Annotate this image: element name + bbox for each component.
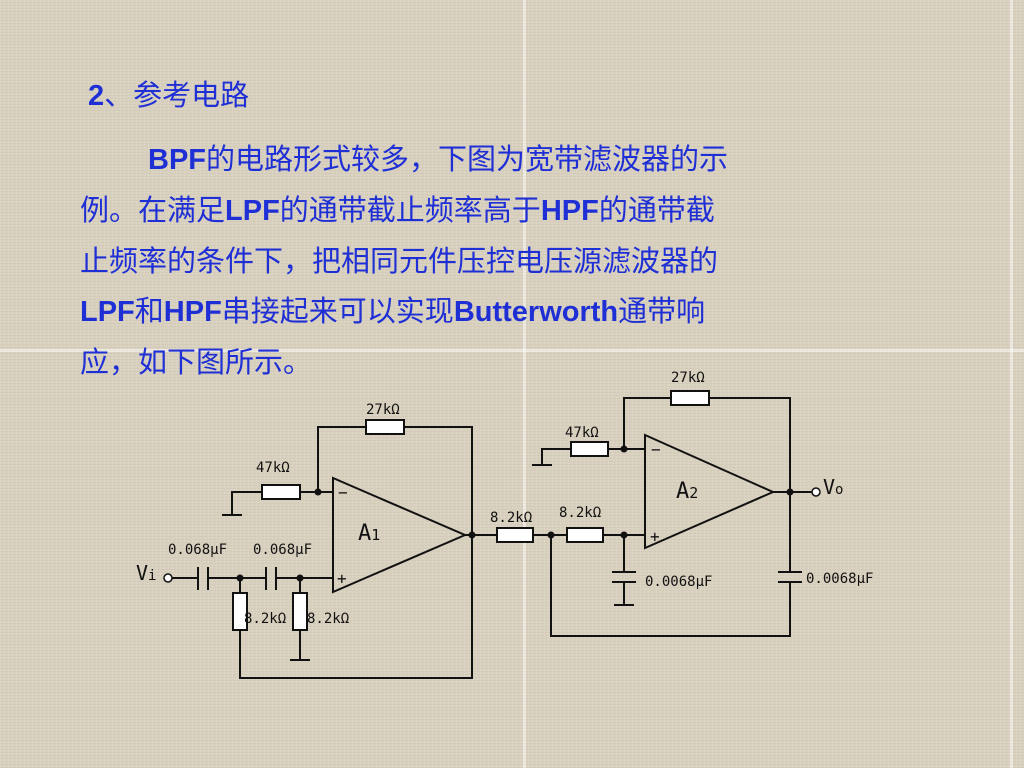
paragraph-text: 的电路形式较多，下图为宽带滤波器的示 xyxy=(206,142,729,176)
paragraph-line: 应，如下图所示。 xyxy=(80,337,960,387)
paragraph-text: 的通带截 xyxy=(598,193,715,227)
resistor-8k2-shunt2 xyxy=(292,592,308,631)
label-cap2-stage2: 0.0068μF xyxy=(806,571,873,587)
resistor-27k-stage2 xyxy=(670,390,710,406)
paragraph-term: BPF xyxy=(148,144,206,176)
paragraph-term: HPF xyxy=(540,195,599,227)
label-27k-stage2: 27kΩ xyxy=(671,370,705,386)
paragraph-line: 例。在满足LPF的通带截止频率高于HPF的通带截 xyxy=(80,185,960,236)
label-cap1-stage1: 0.068μF xyxy=(168,542,227,558)
opamp-a1-minus: − xyxy=(338,483,348,502)
paragraph-text: 止频率的条件下，把相同元件压控电压源滤波器的 xyxy=(80,244,719,278)
slide-paragraph: BPF的电路形式较多，下图为宽带滤波器的示例。在满足LPF的通带截止频率高于HP… xyxy=(80,134,960,387)
label-shunt1: 8.2kΩ xyxy=(244,611,286,627)
opamp-a1-label: A1 xyxy=(358,521,380,546)
paragraph-text: 通带响 xyxy=(618,294,706,328)
resistor-47k-stage1 xyxy=(261,484,301,500)
paragraph-term: LPF xyxy=(225,195,280,227)
label-series1: 8.2kΩ xyxy=(490,510,532,526)
opamp-a1-plus: + xyxy=(337,569,347,588)
input-label-vi: Vi xyxy=(136,561,156,585)
opamp-a2-minus: − xyxy=(651,440,661,459)
opamp-a2-plus: + xyxy=(650,527,660,546)
output-terminal xyxy=(811,487,821,497)
label-47k-stage1: 47kΩ xyxy=(256,460,290,476)
paragraph-term: Butterworth xyxy=(453,296,619,328)
paragraph-text: 的通带截止频率高于 xyxy=(279,193,541,227)
heading-text: 、参考电路 xyxy=(104,78,250,112)
resistor-8k2-shunt1 xyxy=(232,592,248,631)
paragraph-line: BPF的电路形式较多，下图为宽带滤波器的示 xyxy=(80,134,960,185)
paragraph-term: LPF xyxy=(80,296,135,328)
paragraph-text: 例。在满足 xyxy=(80,193,226,227)
paragraph-line: 止频率的条件下，把相同元件压控电压源滤波器的 xyxy=(80,236,960,286)
input-terminal xyxy=(163,573,173,583)
opamp-a1 xyxy=(332,476,468,594)
paragraph-line: LPF和HPF串接起来可以实现Butterworth通带响 xyxy=(80,286,960,337)
resistor-47k-stage2 xyxy=(570,441,609,457)
heading-number: 2 xyxy=(88,80,105,112)
resistor-27k-stage1 xyxy=(365,419,405,435)
label-47k-stage2: 47kΩ xyxy=(565,425,599,441)
output-label-vo: Vo xyxy=(823,475,843,499)
resistor-8k2-series1 xyxy=(496,527,534,543)
slide-heading: 2、参考电路 xyxy=(88,72,249,114)
resistor-8k2-series2 xyxy=(566,527,604,543)
opamp-a2 xyxy=(644,433,776,550)
paragraph-text: 应，如下图所示。 xyxy=(80,345,313,379)
label-27k-stage1: 27kΩ xyxy=(366,402,400,418)
label-cap2-stage1: 0.068μF xyxy=(253,542,312,558)
label-cap1-stage2: 0.0068μF xyxy=(645,574,712,590)
paragraph-text: 和 xyxy=(134,294,164,328)
opamp-a2-label: A2 xyxy=(676,479,698,504)
paragraph-text: 串接起来可以实现 xyxy=(221,294,454,328)
paragraph-term: HPF xyxy=(163,296,222,328)
label-shunt2: 8.2kΩ xyxy=(307,611,349,627)
label-series2: 8.2kΩ xyxy=(559,505,601,521)
